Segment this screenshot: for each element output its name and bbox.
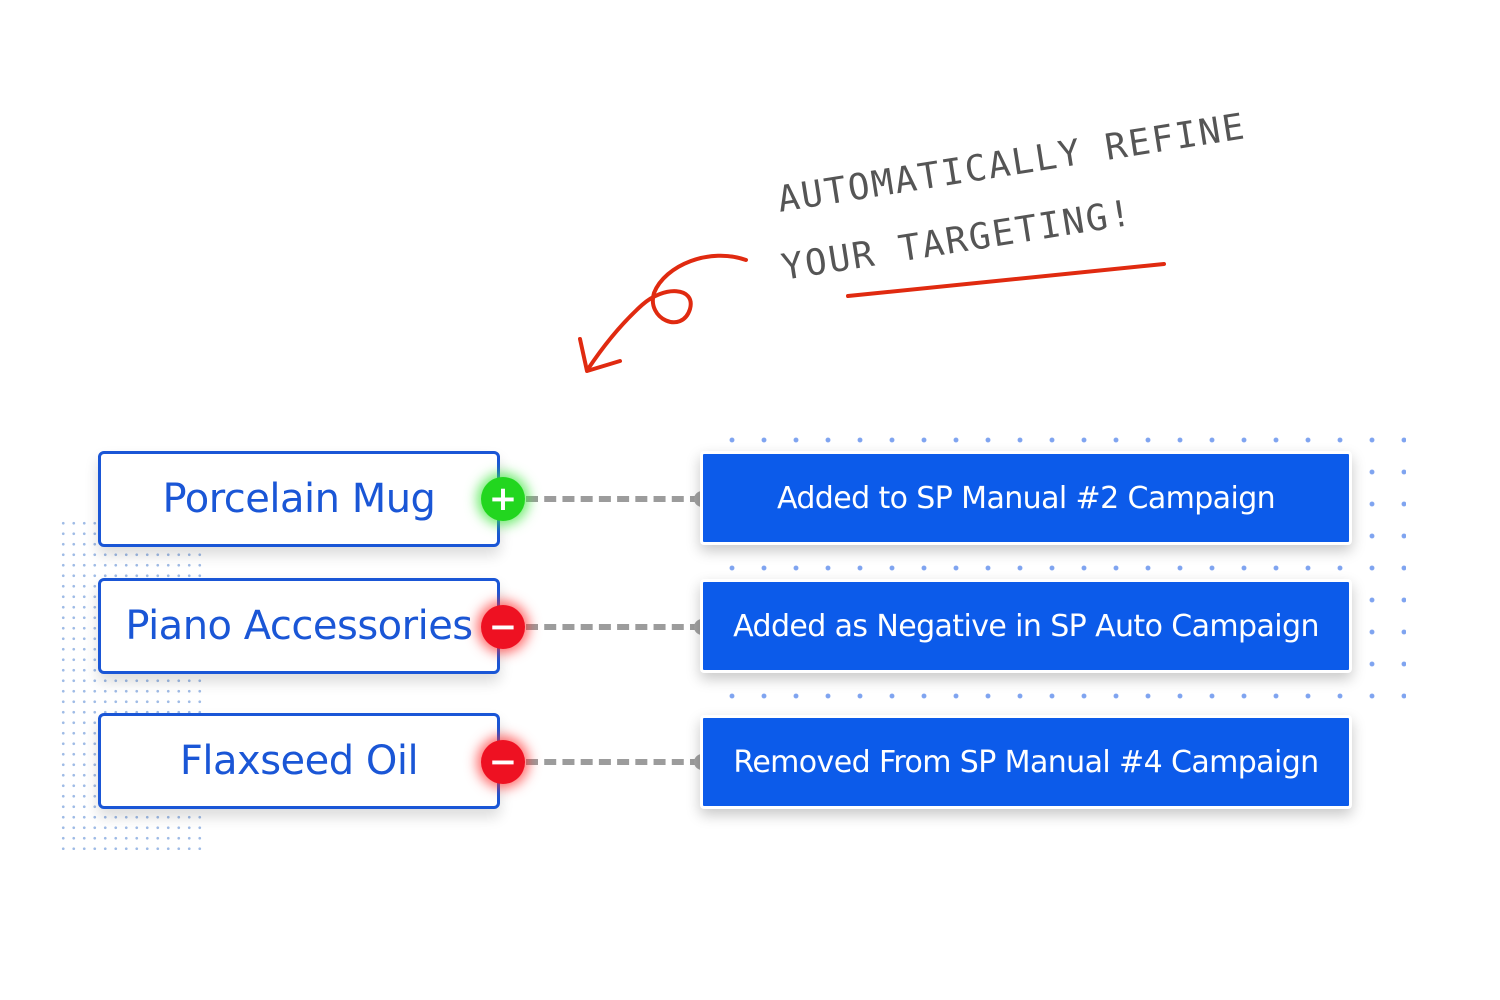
action-box: Removed From SP Manual #4 Campaign (700, 715, 1352, 809)
plus-icon: + (481, 477, 525, 521)
connector-line (526, 624, 702, 630)
annotation: AUTOMATICALLY REFINE YOUR TARGETING! (775, 106, 1298, 306)
keyword-box: Porcelain Mug (98, 451, 500, 547)
keyword-label: Piano Accessories (125, 603, 473, 649)
annotation-underline (846, 262, 1166, 298)
keyword-box: Piano Accessories (98, 578, 500, 674)
action-label: Added to SP Manual #2 Campaign (776, 480, 1276, 516)
action-box: Added to SP Manual #2 Campaign (700, 451, 1352, 545)
curly-arrow-icon (578, 253, 748, 373)
action-label: Added as Negative in SP Auto Campaign (733, 608, 1319, 644)
keyword-label: Flaxseed Oil (179, 738, 419, 784)
action-label: Removed From SP Manual #4 Campaign (733, 744, 1319, 780)
minus-icon: − (481, 605, 525, 649)
connector-line (526, 759, 702, 765)
keyword-label: Porcelain Mug (162, 476, 436, 522)
keyword-box: Flaxseed Oil (98, 713, 500, 809)
action-box: Added as Negative in SP Auto Campaign (700, 579, 1352, 673)
connector-line (526, 496, 702, 502)
minus-icon: − (481, 740, 525, 784)
